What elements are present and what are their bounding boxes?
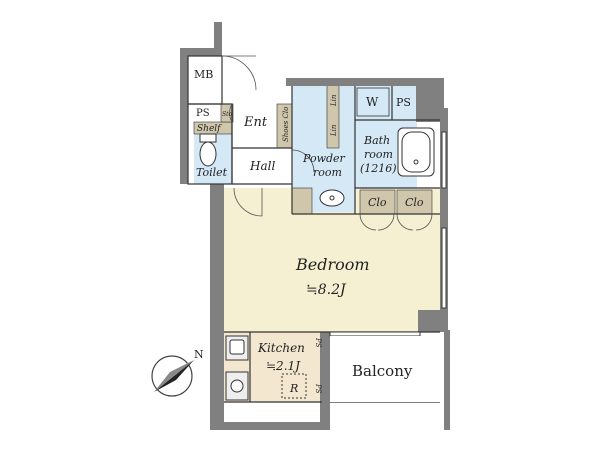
balcony-area	[330, 336, 440, 402]
lin-bottom-label: Lin	[330, 124, 338, 137]
bath-label-2: room	[364, 148, 393, 161]
toilet-label: Toilet	[196, 166, 228, 179]
powder-label-1: Powder	[302, 152, 346, 165]
hall-label: Hall	[249, 159, 275, 173]
bedroom-size-label: ≒8.2J	[306, 282, 347, 298]
bath-label-1: Bath	[363, 134, 390, 147]
bedroom-label: Bedroom	[295, 255, 370, 274]
closet-left	[359, 189, 396, 215]
ps-left-label: PS	[196, 108, 210, 119]
washbasin	[319, 189, 345, 207]
bath-label-3: (1216)	[360, 162, 397, 175]
mb-label: MB	[194, 68, 213, 81]
ent-label: Ent	[243, 115, 268, 130]
ps-kitchen-top-label: PS	[314, 337, 322, 348]
balcony-label: Balcony	[352, 362, 413, 380]
shelf-label: Shelf	[197, 124, 222, 134]
shoes-clo-label: Shoes Clo	[282, 107, 290, 142]
clo-left-label: Clo	[368, 196, 387, 209]
washroom-counter	[291, 187, 313, 215]
compass-north-label: N	[194, 348, 204, 361]
kitchen-fixtures	[225, 335, 307, 401]
corner-wall-ne	[416, 78, 444, 108]
toilet-fixture	[199, 133, 217, 167]
ps-kitchen-bottom-label: PS	[314, 383, 322, 394]
compass: N	[151, 348, 204, 397]
w-label: W	[366, 95, 379, 109]
closet-right	[396, 189, 433, 215]
lin-top-label: Lin	[330, 94, 338, 107]
corner-wall-se	[418, 312, 448, 332]
bathtub	[397, 127, 435, 177]
r-label: R	[289, 382, 298, 395]
clo-right-label: Clo	[405, 196, 424, 209]
ps-right-label: PS	[396, 96, 411, 109]
kitchen-label: Kitchen	[257, 341, 305, 355]
linen-closet	[326, 83, 340, 149]
washer-pan	[356, 87, 390, 117]
kitchen-size-label: ≒2.1J	[266, 359, 301, 373]
sto-label: Sto	[222, 111, 233, 118]
powder-label-2: room	[313, 166, 342, 179]
